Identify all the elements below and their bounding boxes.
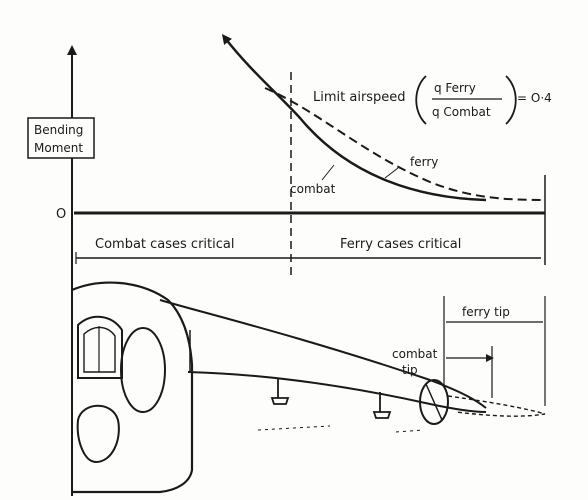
region-right-label: Ferry cases critical	[340, 237, 461, 252]
ratio-value: = O·4	[517, 91, 552, 105]
store-pylon-right	[372, 392, 392, 419]
formula-right-paren	[505, 75, 517, 125]
wing-trailing-edge	[187, 371, 487, 413]
formula-left-paren	[415, 75, 427, 125]
cockpit-window	[83, 326, 116, 373]
tip-pod-fin	[425, 383, 443, 421]
ferry-label-leader	[384, 167, 399, 179]
ferry-curve-label: ferry	[410, 155, 438, 169]
ground-dash-2	[395, 429, 425, 433]
zero-label: O	[56, 207, 66, 222]
combat-curve-label: combat	[290, 182, 336, 196]
ferry-curve	[264, 87, 546, 201]
ground-dash-1	[257, 425, 331, 431]
y-axis-label-box	[27, 117, 95, 159]
combat-tip-label-line2: tip	[402, 363, 418, 377]
ratio-numerator: q Ferry	[434, 81, 476, 95]
fuselage-outline	[71, 281, 194, 494]
y-axis-label-line1: Bending	[34, 123, 83, 137]
engine-nacelle	[76, 404, 120, 464]
combat-curve	[221, 34, 487, 202]
y-axis-label-line2: Moment	[34, 141, 83, 155]
ratio-denominator: q Combat	[432, 105, 491, 119]
combat-tip-label-line1: combat	[392, 347, 438, 361]
region-left-label: Combat cases critical	[95, 237, 234, 252]
engine-intake	[120, 327, 166, 413]
formula-lead: Limit airspeed	[313, 90, 406, 105]
ferry-tip-label: ferry tip	[462, 305, 510, 319]
wing-leading-edge	[159, 299, 487, 409]
combat-tip-pod	[419, 379, 449, 425]
store-pylon-left	[270, 378, 290, 405]
ferry-tip-extension	[447, 395, 546, 417]
combat-label-leader	[321, 164, 335, 181]
